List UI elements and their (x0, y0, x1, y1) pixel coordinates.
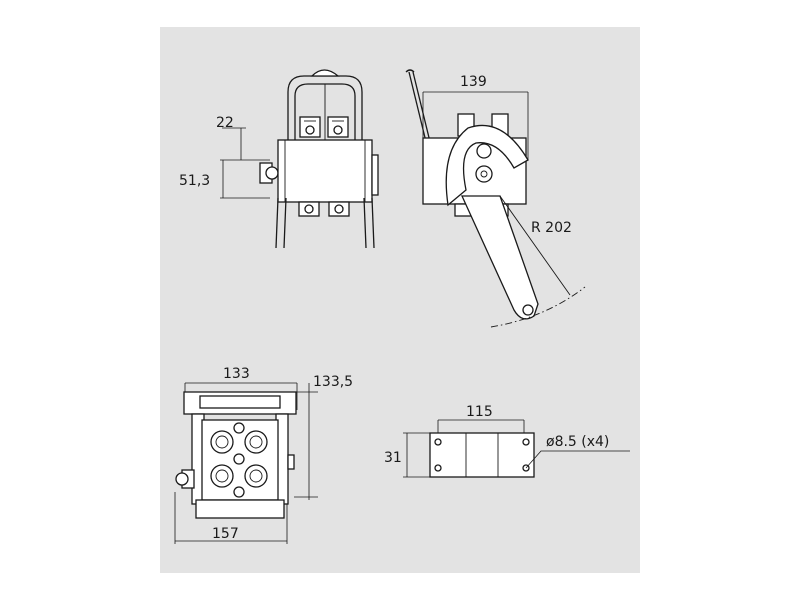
rear-dim-width-label: 133 (223, 366, 250, 382)
rear-dim-bottom-label: 157 (212, 526, 239, 542)
side-dim-radius-label: R 202 (531, 220, 572, 236)
base-dim-length-label: 115 (466, 404, 493, 420)
front-dim-top-label: 22 (216, 115, 234, 131)
base-view: 115 31 ø8.5 (x4) (384, 404, 630, 478)
front-view: 22 51,3 (179, 69, 379, 249)
drawing-sheet: 22 51,3 (160, 27, 640, 573)
side-dim-width-label: 139 (460, 74, 487, 90)
rear-dim-height-label: 133,5 (313, 374, 353, 390)
base-hole-callout-label: ø8.5 (x4) (546, 434, 609, 450)
rear-view: 133 133,5 157 (174, 366, 353, 544)
front-dim-side-label: 51,3 (179, 173, 210, 189)
side-view: 139 R 202 (405, 69, 586, 328)
base-dim-height-label: 31 (384, 450, 402, 466)
